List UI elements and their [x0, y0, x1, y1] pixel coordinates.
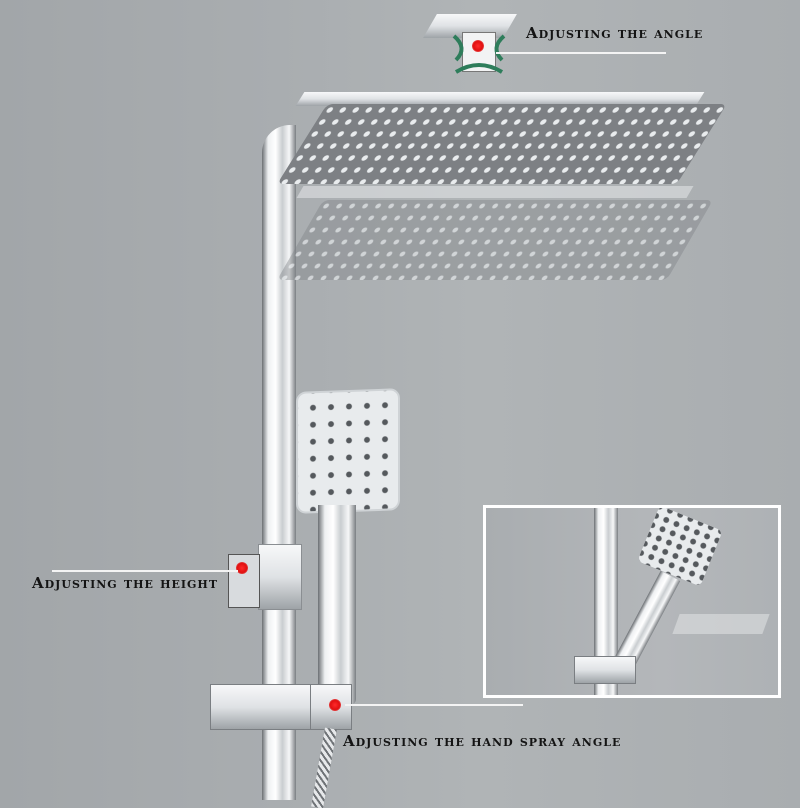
- callout-adjusting-angle: Adjusting the angle: [526, 24, 704, 42]
- inset-ghost-head: [672, 614, 770, 634]
- callout-adjusting-height: Adjusting the height: [32, 574, 219, 592]
- height-slider: [258, 544, 302, 610]
- inset-hand-handle: [613, 570, 681, 670]
- holder-block: [210, 684, 312, 730]
- height-leader-line: [52, 570, 238, 572]
- hand-spray-leader-line: [345, 704, 523, 706]
- angle-marker-dot: [472, 40, 484, 52]
- callout-adjusting-hand-spray-angle: Adjusting the hand spray angle: [343, 732, 622, 750]
- rotation-arrows-icon: [452, 34, 506, 74]
- inset-holder: [574, 656, 636, 684]
- rain-head-ghost-edge: [296, 186, 694, 198]
- hand-shower-head: [296, 388, 400, 514]
- hand-spray-marker-dot: [329, 699, 341, 711]
- shower-hose: [311, 727, 337, 808]
- rain-head-ghost: [276, 200, 714, 280]
- angle-leader-line: [496, 52, 666, 54]
- height-marker-dot: [236, 562, 248, 574]
- rain-shower-head: [277, 104, 727, 184]
- hand-shower-handle: [318, 505, 356, 705]
- detail-inset-panel: [483, 505, 781, 698]
- inset-hand-head: [637, 508, 723, 587]
